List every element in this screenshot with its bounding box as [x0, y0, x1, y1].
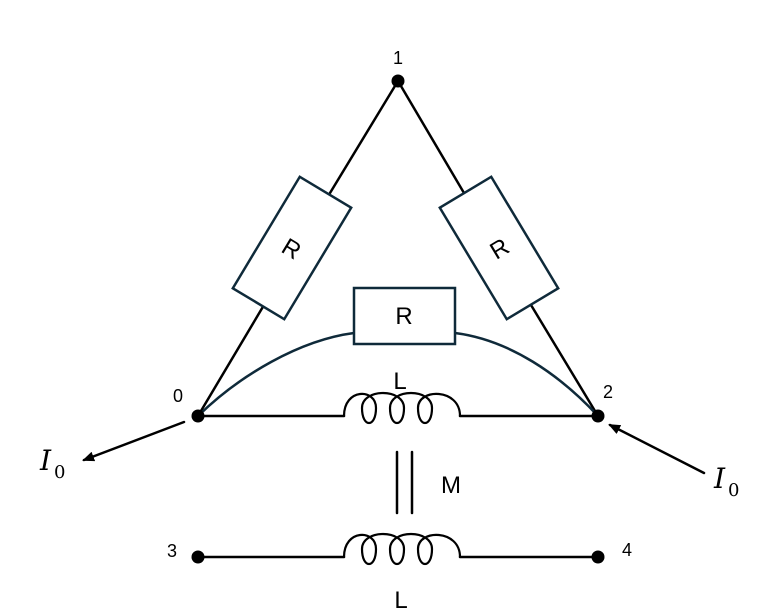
resistor-middle-label: R	[395, 303, 412, 330]
current-label-right: I 0	[713, 462, 739, 501]
curve-wire-right	[454, 331, 599, 417]
resistor-middle: R	[352, 286, 457, 346]
wire-left-lower	[196, 303, 266, 418]
mutual-label: M	[441, 472, 461, 499]
current-left-subscript: 0	[54, 462, 65, 483]
node-2	[591, 409, 605, 423]
node-0	[191, 409, 205, 423]
current-right-subscript: 0	[728, 480, 739, 501]
wire-right-upper	[396, 79, 466, 195]
node-label-2: 2	[603, 382, 613, 402]
inductor-lower	[342, 532, 462, 566]
node-label-1: 1	[393, 48, 403, 68]
current-label-left: I 0	[39, 444, 65, 483]
node-label-0: 0	[173, 386, 183, 406]
current-right-symbol: I	[713, 462, 726, 495]
current-arrow-in	[608, 423, 706, 475]
node-4	[591, 550, 605, 564]
wire-left-upper	[328, 79, 400, 195]
inductor-lower-label: L	[394, 587, 407, 612]
node-label-4: 4	[622, 540, 632, 560]
inductor-upper-label: L	[393, 368, 406, 395]
node-3	[191, 550, 205, 564]
node-1	[391, 74, 405, 88]
node-label-3: 3	[167, 541, 177, 561]
current-arrow-out	[82, 420, 186, 462]
wire-right-lower	[529, 303, 600, 418]
current-left-symbol: I	[39, 444, 52, 477]
inductor-upper	[342, 391, 462, 425]
resistor-right: R	[438, 175, 560, 321]
resistor-left: R	[231, 175, 353, 321]
curve-wire-left	[197, 331, 355, 417]
